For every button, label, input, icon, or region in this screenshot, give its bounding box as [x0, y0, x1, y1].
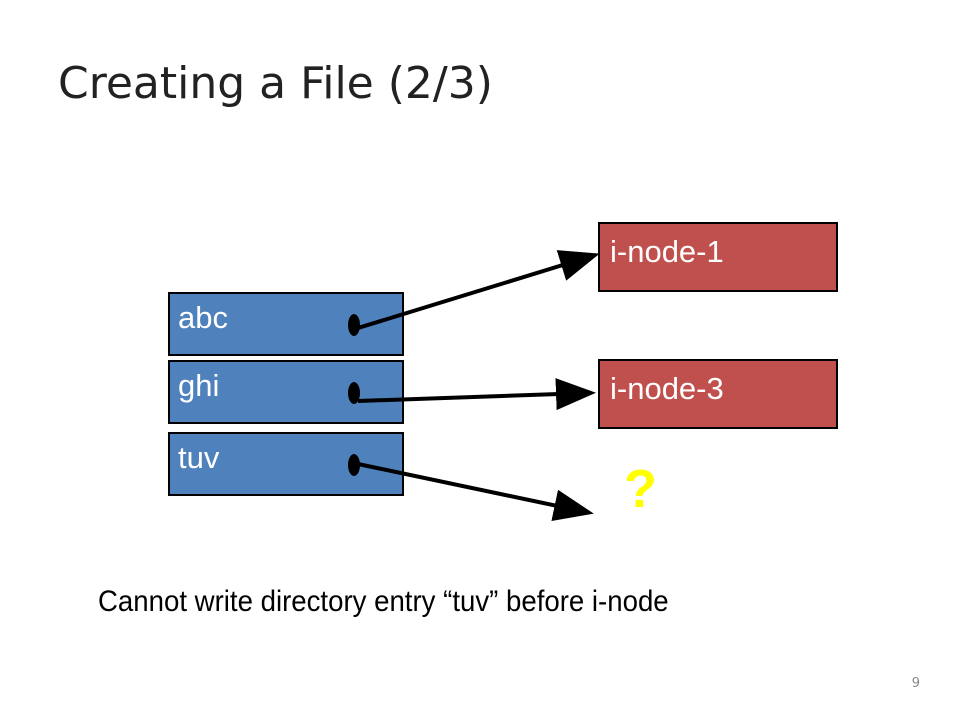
arrow-ghi-to-inode-3 [357, 378, 596, 411]
directory-entry-name: ghi [178, 368, 220, 403]
inode-3-box: i-node-3 [598, 359, 838, 429]
inode-1-box: i-node-1 [598, 222, 838, 292]
directory-entry-name: abc [178, 300, 228, 335]
caption: Cannot write directory entry “tuv” befor… [98, 585, 669, 618]
pointer-dot [348, 454, 360, 476]
inode-label: i-node-3 [610, 371, 724, 406]
slide-title: Creating a File (2/3) [58, 58, 493, 109]
directory-entry-ghi: ghi [168, 360, 404, 424]
arrow-abc-to-inode-1 [357, 250, 600, 330]
arrow-tuv-to-unknown [357, 462, 594, 522]
pointer-dot [348, 314, 360, 336]
unknown-inode-question-mark: ? [624, 459, 657, 519]
directory-entry-name: tuv [178, 440, 220, 475]
inode-label: i-node-1 [610, 234, 724, 269]
page-number: 9 [911, 676, 920, 691]
pointer-dot [348, 382, 360, 404]
